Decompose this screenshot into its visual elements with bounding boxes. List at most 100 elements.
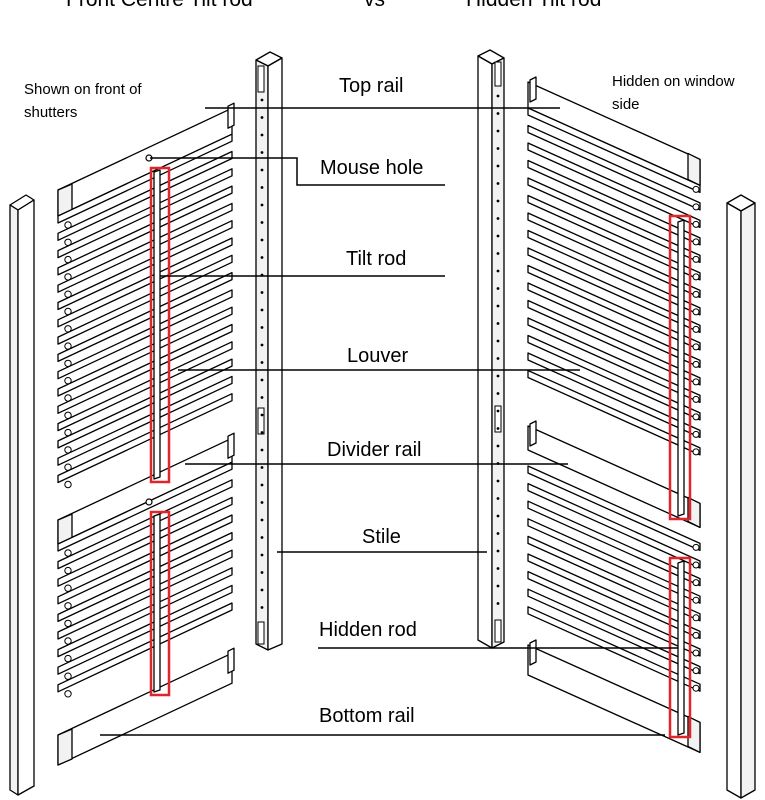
louver-left-l2 — [57, 496, 233, 587]
stile-right-hole-7 — [496, 217, 500, 220]
louver-left-u7 — [57, 254, 233, 345]
highlight-tilt-rod-lower — [149, 510, 171, 697]
stile-right-hole-1 — [496, 112, 500, 115]
stile-left-hole-14 — [260, 343, 264, 347]
stile-right-hole-9 — [496, 252, 500, 255]
louver-right-u1 — [527, 124, 701, 211]
stile-left-side — [255, 59, 269, 651]
louver-right-u0 — [527, 107, 701, 194]
louver-pin-right-l0 — [692, 543, 700, 551]
title-left: Front Centre Tilt rod — [66, 0, 253, 12]
louver-right-u4 — [527, 177, 701, 264]
louver-left-u13 — [57, 358, 233, 449]
stile-left-hole-9 — [260, 256, 264, 259]
stile-left-hole-4 — [260, 168, 264, 172]
louver-pin-right-u14 — [692, 430, 700, 438]
stile-right-hole-26 — [496, 549, 500, 553]
stile-right-hole-14 — [496, 339, 500, 343]
louver-right-u3 — [527, 159, 701, 246]
louver-left-u3 — [57, 185, 233, 276]
stile-left-mortise-bottom — [257, 621, 265, 645]
side-stile-right-face — [726, 202, 742, 799]
title-vs: vs — [364, 0, 385, 12]
bottom-rail-left-end — [57, 728, 73, 766]
label-hidden-rod: Hidden rod — [319, 619, 417, 641]
side-stile-right-side — [740, 202, 756, 799]
stile-right-hole-22 — [496, 479, 500, 483]
hidden-rod-lower — [677, 560, 685, 736]
highlight-hidden-rod-upper — [668, 214, 692, 521]
louver-left-u8 — [57, 271, 233, 363]
stile-left-hole-24 — [260, 518, 264, 522]
louver-pin-right-u13 — [692, 413, 700, 421]
louver-right-u13 — [527, 334, 701, 421]
stile-left-hole-18 — [260, 413, 264, 417]
leader-mouse-hole — [150, 157, 445, 186]
label-mouse-hole: Mouse hole — [320, 157, 424, 179]
bottom-rail-left — [57, 652, 233, 766]
stile-left-hole-20 — [260, 448, 264, 452]
louver-left-u5 — [57, 220, 233, 311]
stile-left-mortise-mid — [257, 407, 265, 435]
stile-right-hole-28 — [496, 584, 500, 588]
stile-left-face — [267, 57, 283, 651]
louver-pin-right-l3 — [692, 596, 700, 604]
stile-left-hole-0 — [260, 98, 264, 102]
louver-right-u2 — [527, 142, 701, 229]
label-bottom-rail: Bottom rail — [319, 705, 415, 727]
title-right: Hidden Tilt rod — [466, 0, 601, 12]
stile-left-hole-11 — [260, 291, 264, 294]
stile-right-hole-23 — [496, 497, 500, 500]
louver-right-l0 — [527, 465, 701, 552]
stile-right-hole-27 — [496, 567, 500, 570]
louver-pin-left-u15 — [64, 480, 72, 489]
stile-left-hole-15 — [260, 361, 264, 364]
louver-right-u7 — [527, 229, 701, 316]
stile-right-face — [477, 55, 493, 649]
louver-left-u9 — [57, 289, 233, 380]
stile-left-hole-29 — [260, 606, 264, 609]
louver-pin-right-u9 — [692, 343, 700, 351]
stile-left-hole-22 — [260, 483, 264, 487]
louver-left-u6 — [57, 237, 233, 328]
louver-right-l2 — [527, 500, 701, 587]
side-stile-left-face — [17, 199, 35, 796]
louver-left-l7 — [57, 584, 233, 675]
louver-pin-right-u1 — [692, 203, 700, 211]
stile-right-hole-2 — [496, 129, 500, 133]
label-stile: Stile — [362, 526, 401, 548]
stile-left-hole-13 — [260, 326, 264, 329]
louver-pin-right-u6 — [692, 290, 700, 298]
louver-pin-right-u7 — [692, 308, 700, 316]
side-stile-left-side — [9, 204, 19, 796]
label-top-rail: Top rail — [339, 75, 404, 97]
louver-right-l7 — [527, 588, 701, 675]
stile-right-hole-17 — [496, 392, 500, 395]
stile-left-hole-8 — [260, 238, 264, 242]
louver-pin-right-l1 — [692, 561, 700, 569]
bottom-rail-left-tenon — [227, 647, 235, 674]
louver-left-u12 — [57, 341, 233, 432]
stile-right-hole-20 — [496, 444, 500, 448]
louver-pin-right-u12 — [692, 395, 700, 403]
louver-right-u15 — [527, 369, 701, 456]
top-rail-right-tenon — [529, 76, 537, 103]
stile-right-hole-25 — [496, 532, 500, 535]
louver-pin-left-l8 — [64, 690, 72, 698]
louver-right-l3 — [527, 518, 701, 604]
highlight-tilt-rod-upper — [149, 166, 171, 484]
left-shutter-panel — [9, 51, 283, 796]
stile-right-hole-8 — [496, 234, 500, 238]
louver-left-l6 — [57, 567, 233, 658]
louver-pin-right-u3 — [692, 238, 700, 246]
stile-left-hole-3 — [260, 151, 264, 154]
louver-right-u6 — [527, 212, 701, 299]
label-divider-rail: Divider rail — [327, 439, 422, 461]
top-rail-left-tenon — [227, 102, 235, 129]
label-tilt-rod: Tilt rod — [346, 248, 407, 270]
bottom-rail-right-tenon — [529, 639, 537, 666]
stile-left-hole-17 — [260, 396, 264, 399]
divider-rail-left-tenon — [227, 432, 235, 459]
note-left: Shown on front of shutters — [24, 81, 142, 121]
